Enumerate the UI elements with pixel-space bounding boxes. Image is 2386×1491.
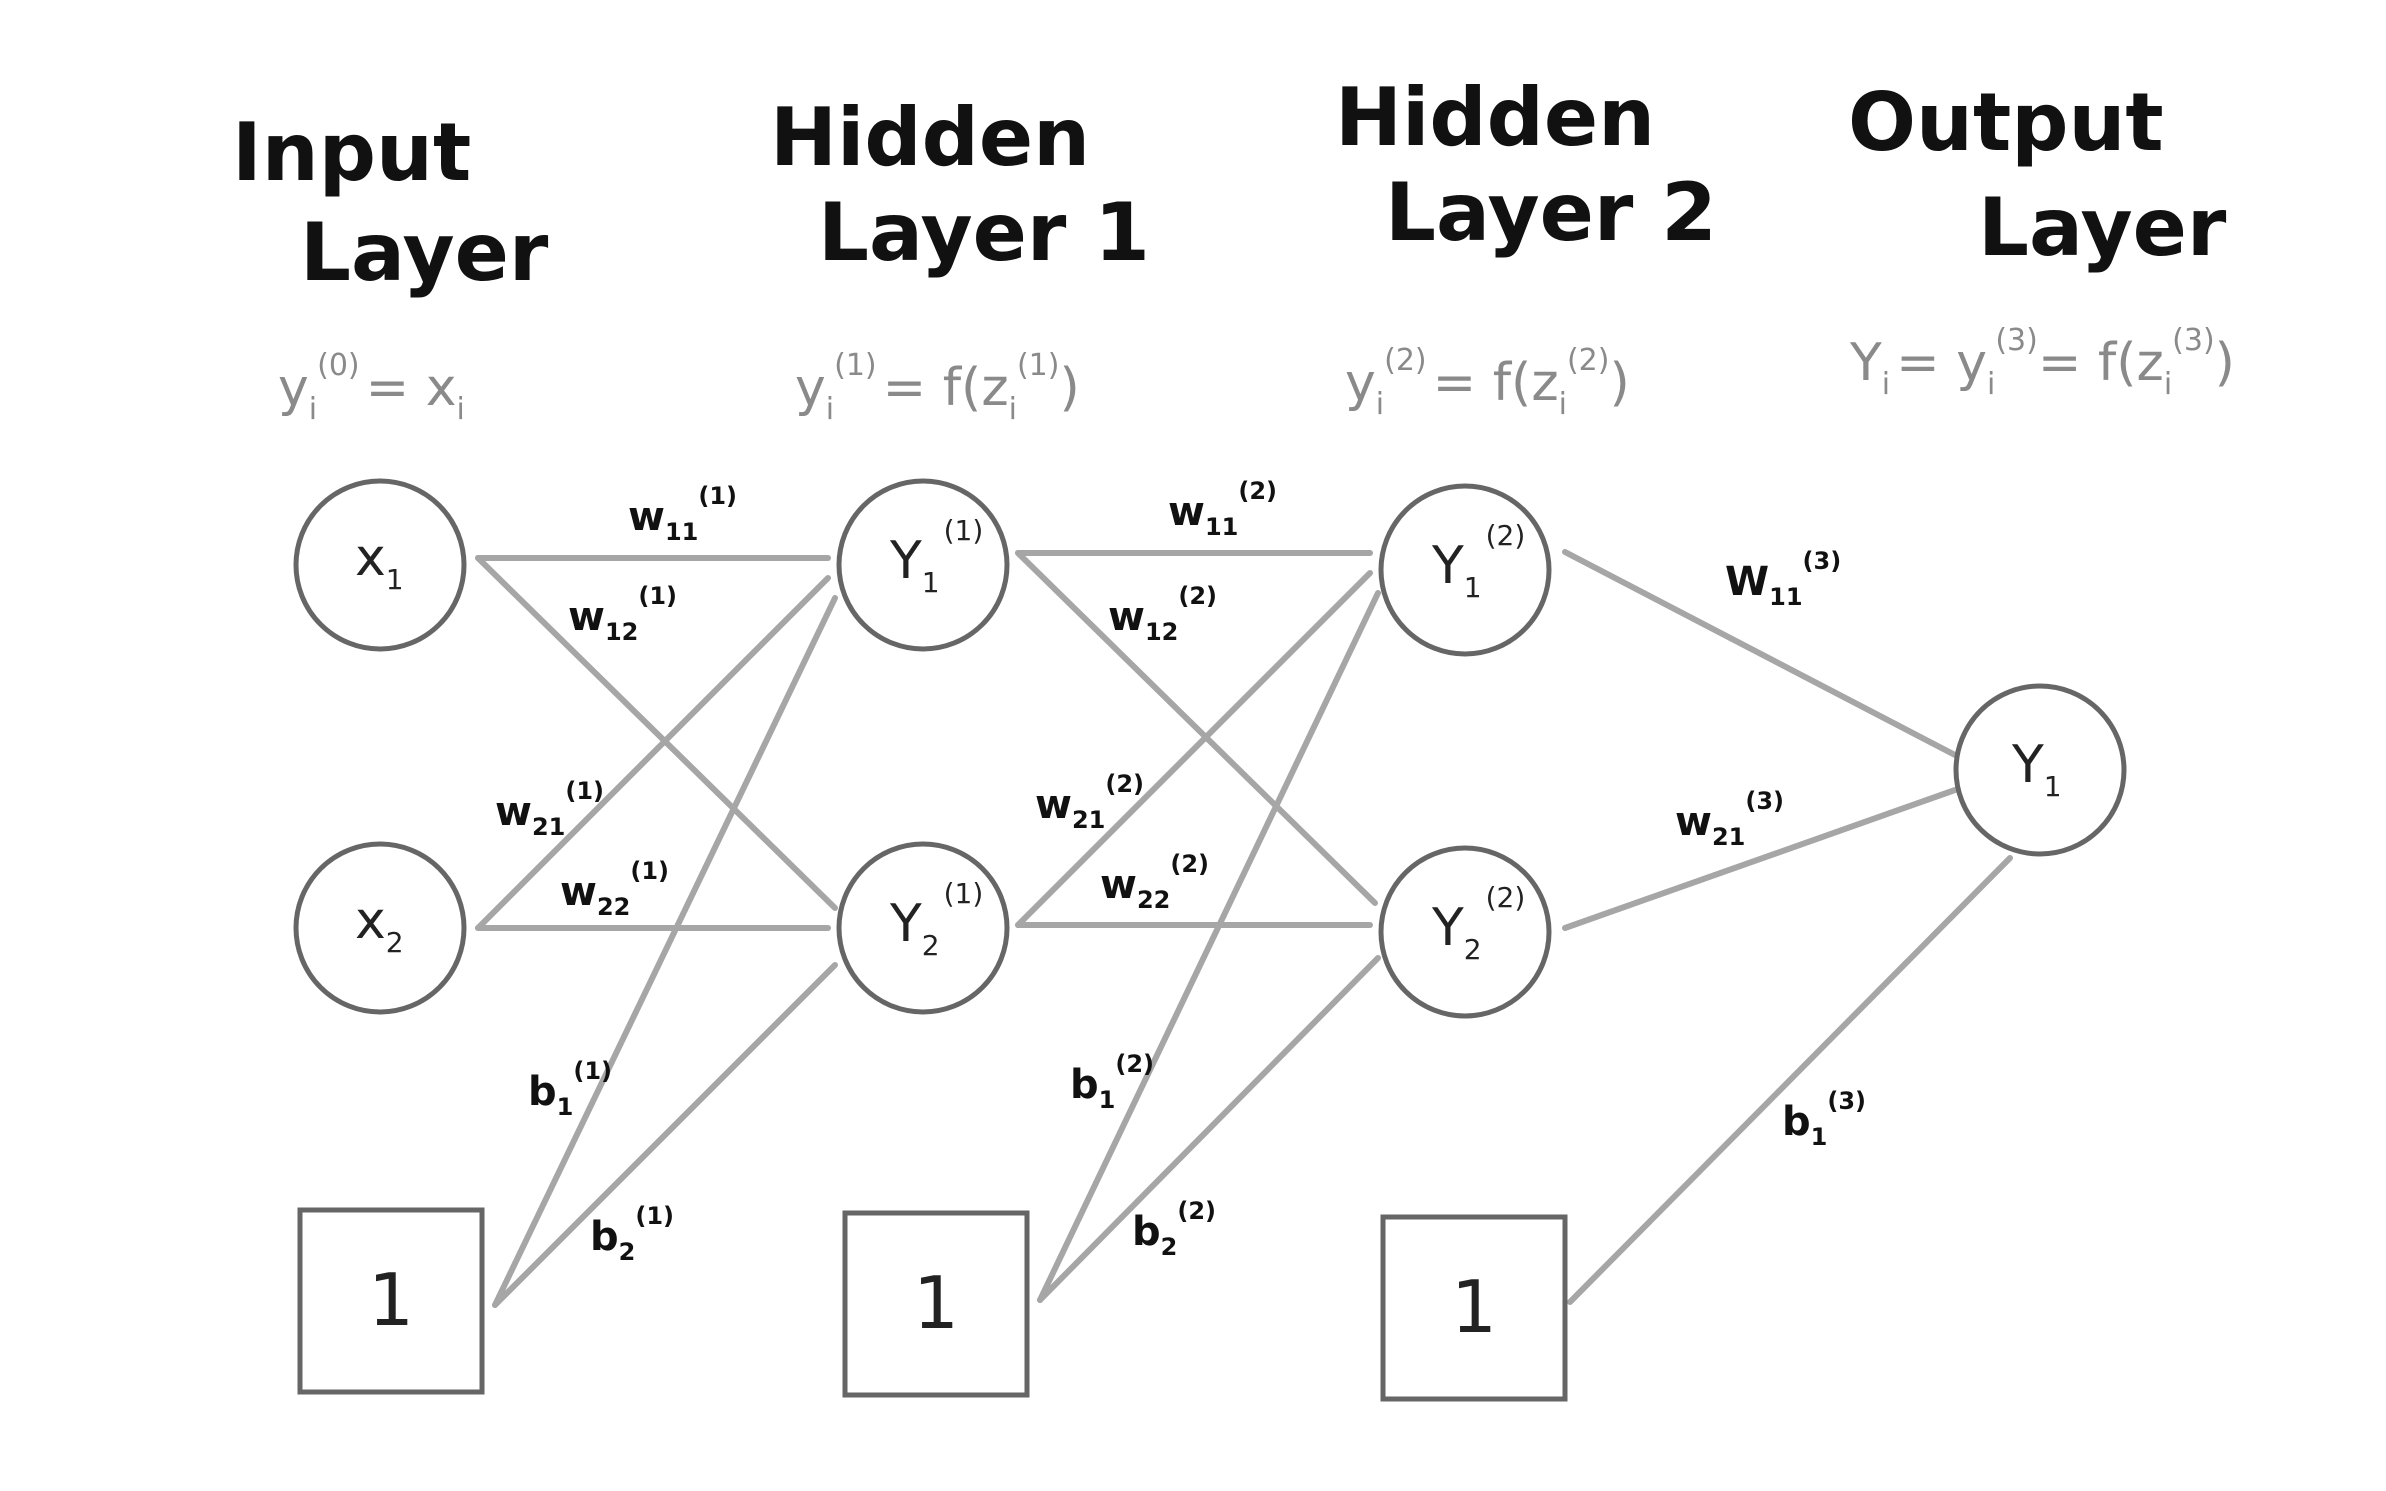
edges-layer-2 — [1015, 550, 1381, 1303]
weight-label-b1-1: b1(1) — [528, 1057, 612, 1121]
node-output: Y1 — [1953, 683, 2127, 857]
node-circle — [836, 841, 1010, 1015]
weight-label-w21-1: w21(1) — [495, 777, 604, 841]
weight-label-w11-2: w11(2) — [1168, 477, 1277, 541]
weight-label-b2-1: b2(1) — [590, 1202, 674, 1266]
node-circle — [293, 478, 467, 652]
layer-title-hidden-1: Hidden Layer 1 — [770, 91, 1150, 279]
node-circle — [1378, 845, 1552, 1019]
node-circle — [836, 478, 1010, 652]
edge-b2-1 — [492, 962, 838, 1308]
formula-hidden-1: yi(1)= f(zi(1)) — [795, 348, 1080, 427]
node-hidden1-1: Y1(1) — [836, 478, 1010, 652]
edge-w21-2 — [1015, 570, 1373, 928]
bias-label: 1 — [368, 1258, 414, 1342]
bias-node-2: 1 — [842, 1210, 1030, 1398]
node-circle — [1378, 483, 1552, 657]
bias-label: 1 — [1451, 1265, 1497, 1349]
weight-label-w22-2: w22(2) — [1100, 850, 1209, 914]
node-label: Y1 — [2011, 735, 2062, 803]
edge-w21-3 — [1562, 787, 1958, 931]
bias-box — [842, 1210, 1030, 1398]
node-label: Y1(2) — [1431, 519, 1525, 604]
weight-label-w11-3: W11(3) — [1725, 547, 1841, 611]
edge-b1-1 — [492, 595, 838, 1308]
bias-box — [1380, 1214, 1568, 1402]
weight-label-b2-2: b2(2) — [1132, 1197, 1216, 1261]
bias-node-3: 1 — [1380, 1214, 1568, 1402]
weight-label-w12-2: w12(2) — [1108, 582, 1217, 646]
layer-title-line1: Hidden — [1335, 71, 1655, 164]
node-label: x1 — [355, 528, 404, 596]
formula-input: yi(0)= xi — [278, 348, 465, 427]
edge-b1-3 — [1567, 855, 2013, 1305]
node-circle — [293, 841, 467, 1015]
edge-b1-2 — [1037, 590, 1381, 1303]
weight-label-b1-2: b1(2) — [1070, 1050, 1154, 1114]
layer-title-input: Input Layer — [232, 106, 549, 299]
node-label: x2 — [355, 891, 404, 959]
layer-title-line1: Hidden — [770, 91, 1090, 184]
node-x2: x2 — [293, 841, 467, 1015]
layer-title-hidden-2: Hidden Layer 2 — [1335, 71, 1717, 259]
layer-title-line2: Layer — [300, 206, 549, 299]
layer-title-output: Output Layer — [1848, 76, 2227, 274]
formula-hidden-2: yi(2)= f(zi(2)) — [1345, 343, 1630, 422]
layer-title-line2: Layer — [1978, 181, 2227, 274]
node-hidden2-1: Y1(2) — [1378, 483, 1552, 657]
bias-label: 1 — [913, 1261, 959, 1345]
node-hidden2-2: Y2(2) — [1378, 845, 1552, 1019]
node-label: Y2(1) — [889, 877, 983, 962]
layer-title-line2: Layer 1 — [818, 186, 1150, 279]
weight-label-b1-3: b1(3) — [1782, 1087, 1866, 1151]
node-hidden1-2: Y2(1) — [836, 841, 1010, 1015]
weight-label-w12-1: w12(1) — [568, 582, 677, 646]
layer-title-line1: Input — [232, 106, 471, 199]
node-label: Y2(2) — [1431, 881, 1525, 966]
layer-title-line1: Output — [1848, 76, 2164, 169]
edge-w11-3 — [1562, 549, 1958, 758]
weight-label-w21-2: w21(2) — [1035, 770, 1144, 834]
edges-layer-1 — [475, 555, 838, 1308]
formula-output: Yi= yi(3)= f(zi(3)) — [1849, 323, 2235, 402]
weight-label-w22-1: w22(1) — [560, 857, 669, 921]
edges-layer-3 — [1562, 549, 2013, 1305]
layer-title-line2: Layer 2 — [1385, 166, 1717, 259]
node-x1: x1 — [293, 478, 467, 652]
edge-w12-2 — [1015, 550, 1378, 906]
node-label: Y1(1) — [889, 514, 983, 599]
weight-label-w21-3: w21(3) — [1675, 787, 1784, 851]
weight-label-w11-1: w11(1) — [628, 482, 737, 546]
edge-b2-2 — [1037, 955, 1381, 1303]
edge-w12-1 — [475, 555, 838, 911]
edge-w21-1 — [475, 575, 831, 931]
bias-node-1: 1 — [297, 1207, 485, 1395]
bias-box — [297, 1207, 485, 1395]
node-circle — [1953, 683, 2127, 857]
